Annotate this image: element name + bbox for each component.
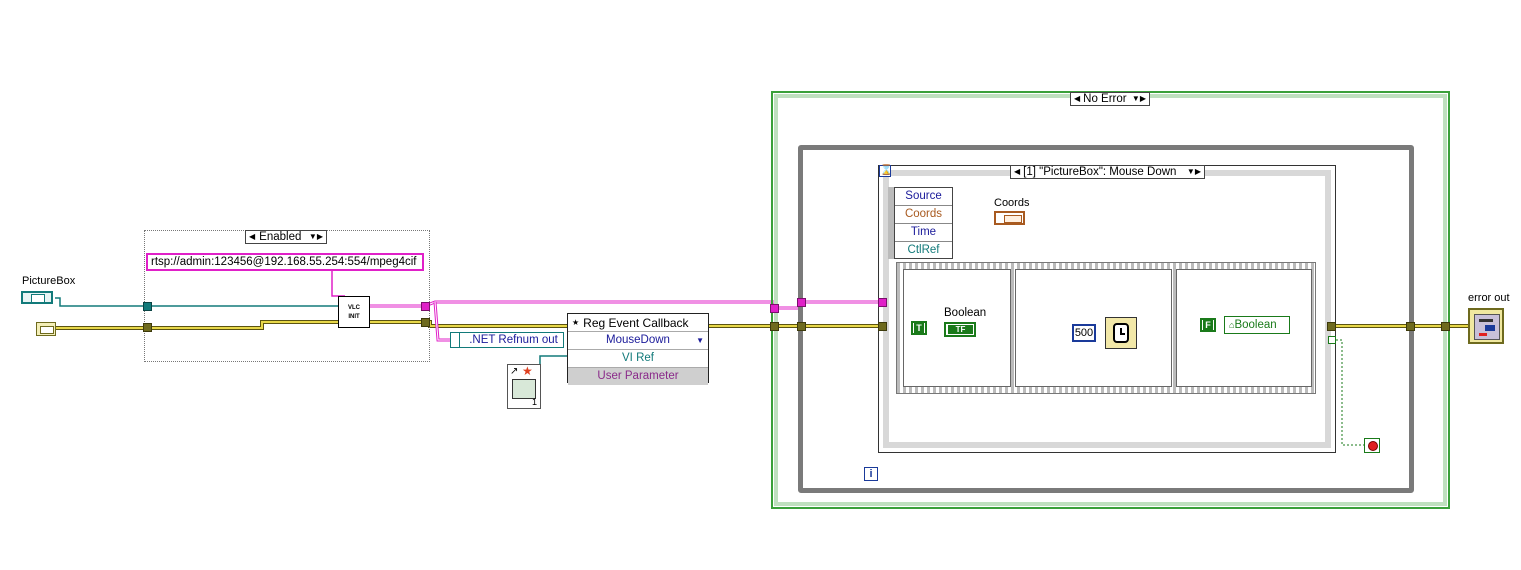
case-tunnel-dotnet bbox=[770, 304, 779, 313]
vi-ref-count: 1 bbox=[531, 397, 537, 407]
timeout-icon[interactable]: ⌛ bbox=[879, 165, 893, 177]
error-out-label: error out bbox=[1468, 292, 1510, 304]
boolean-local-variable-label: Boolean bbox=[1234, 319, 1277, 331]
case-selector-label: No Error bbox=[1083, 93, 1127, 105]
vi-icon bbox=[512, 379, 536, 399]
coords-indicator[interactable] bbox=[994, 211, 1025, 225]
error-cluster-icon bbox=[1474, 314, 1500, 340]
event-selector[interactable]: ◀ [1] "PictureBox": Mouse Down ▼ ▶ bbox=[1010, 165, 1205, 179]
reg-event-row-mousedown-label: MouseDown bbox=[606, 334, 670, 346]
picturebox-wire bbox=[55, 297, 340, 307]
case-selector[interactable]: ◀ No Error ▼ ▶ bbox=[1070, 92, 1150, 106]
picturebox-terminal[interactable] bbox=[21, 291, 53, 304]
event-tunnel-stop bbox=[1328, 336, 1336, 344]
chevron-down-icon[interactable]: ▼ bbox=[696, 336, 704, 345]
error-out-indicator[interactable] bbox=[1468, 308, 1504, 344]
true-constant-label: T bbox=[914, 323, 924, 333]
event-data-node[interactable]: Source Coords Time CtlRef bbox=[894, 187, 953, 259]
cluster-icon bbox=[1004, 215, 1022, 223]
vlc-init-subvi[interactable]: VLC INIT bbox=[338, 296, 370, 328]
wait-ms-constant[interactable]: 500 bbox=[1072, 324, 1096, 342]
error-wire-mid bbox=[369, 320, 568, 328]
callback-icon: ★ bbox=[572, 318, 580, 327]
case-tunnel-out bbox=[1441, 322, 1450, 331]
vlc-init-line2: INIT bbox=[348, 314, 360, 320]
event-tunnel-error-out bbox=[1327, 322, 1336, 331]
coords-indicator-label: Coords bbox=[994, 197, 1030, 209]
event-data-node-bar bbox=[888, 187, 894, 259]
boolean-local-variable[interactable]: ⌂Boolean bbox=[1224, 316, 1290, 334]
reg-event-row-viref-label: VI Ref bbox=[622, 352, 654, 364]
decrement-arrow-icon[interactable]: ◀ bbox=[249, 232, 256, 241]
tunnel-refnum-left bbox=[143, 302, 152, 311]
house-icon: ⌂ bbox=[1229, 320, 1235, 330]
event-tunnel-dotnet bbox=[878, 298, 887, 307]
diagram-disable-selector-label: Enabled bbox=[259, 231, 302, 243]
event-data-ctlref[interactable]: CtlRef bbox=[907, 244, 940, 256]
chevron-down-icon[interactable]: ▼ bbox=[1186, 167, 1195, 176]
decrement-arrow-icon[interactable]: ◀ bbox=[1014, 167, 1021, 176]
error-in-terminal[interactable] bbox=[36, 322, 56, 336]
chevron-down-icon[interactable]: ▼ bbox=[308, 232, 317, 241]
case-tunnel-in bbox=[770, 322, 779, 331]
while-loop[interactable] bbox=[798, 145, 1414, 493]
boolean-indicator[interactable]: TF bbox=[944, 322, 976, 337]
event-selector-label: [1] "PictureBox": Mouse Down bbox=[1023, 166, 1177, 178]
increment-arrow-icon[interactable]: ▶ bbox=[1139, 94, 1146, 103]
event-data-coords[interactable]: Coords bbox=[895, 206, 952, 224]
event-tunnel-error bbox=[878, 322, 887, 331]
wait-ms-function[interactable] bbox=[1105, 317, 1137, 349]
loop-condition-terminal[interactable] bbox=[1364, 438, 1380, 453]
false-constant-label: F bbox=[1203, 320, 1213, 330]
tunnel-error-left bbox=[143, 323, 152, 332]
stop-wire bbox=[1336, 339, 1364, 446]
reg-event-callback-node[interactable]: ★ Reg Event Callback MouseDown ▼ VI Ref … bbox=[567, 313, 709, 385]
reg-event-row-userparam[interactable]: User Parameter bbox=[568, 368, 708, 385]
diagram-disable-structure[interactable] bbox=[144, 230, 430, 362]
refnum-tick bbox=[451, 333, 460, 347]
picturebox-label: PictureBox bbox=[22, 275, 76, 287]
reg-event-row-userparam-label: User Parameter bbox=[597, 370, 679, 382]
watch-icon bbox=[1113, 323, 1129, 343]
boolean-indicator-label: Boolean bbox=[944, 307, 987, 319]
tunnel-dotnet-right bbox=[421, 302, 430, 311]
loop-tunnel-dotnet bbox=[797, 298, 806, 307]
net-refnum-out-label: .NET Refnum out bbox=[469, 334, 558, 346]
event-data-source[interactable]: Source bbox=[895, 188, 952, 206]
reg-event-row-viref[interactable]: VI Ref bbox=[568, 350, 708, 368]
vlc-init-line1: VLC bbox=[348, 305, 360, 311]
stop-icon bbox=[1368, 441, 1378, 451]
net-refnum-out-terminal[interactable]: .NET Refnum out bbox=[450, 332, 564, 348]
reg-event-row-mousedown[interactable]: MouseDown ▼ bbox=[568, 332, 708, 350]
iteration-terminal[interactable]: i bbox=[864, 467, 878, 481]
event-data-time[interactable]: Time bbox=[895, 224, 952, 242]
diagram-disable-selector[interactable]: ◀ Enabled ▼ ▶ bbox=[245, 230, 327, 244]
url-string-constant[interactable]: rtsp://admin:123456@192.168.55.254:554/m… bbox=[146, 253, 424, 271]
viref-wire bbox=[539, 355, 568, 370]
decrement-arrow-icon[interactable]: ◀ bbox=[1074, 94, 1081, 103]
tunnel-error-right bbox=[421, 318, 430, 327]
increment-arrow-icon[interactable]: ▶ bbox=[316, 232, 323, 241]
false-constant[interactable]: F bbox=[1200, 318, 1216, 332]
loop-tunnel-error-out bbox=[1406, 322, 1415, 331]
true-constant[interactable]: T bbox=[911, 321, 927, 335]
increment-arrow-icon[interactable]: ▶ bbox=[1194, 167, 1201, 176]
arrow-icon: ↗ bbox=[510, 366, 519, 377]
star-icon: ★ bbox=[522, 364, 533, 378]
chevron-down-icon[interactable]: ▼ bbox=[1131, 94, 1140, 103]
static-vi-ref-constant[interactable]: ↗ ★ 1 bbox=[507, 364, 541, 409]
error-wire-left bbox=[56, 320, 340, 330]
reg-event-callback-title: Reg Event Callback bbox=[583, 315, 689, 330]
boolean-indicator-tf: TF bbox=[948, 325, 973, 334]
loop-tunnel-error-in bbox=[797, 322, 806, 331]
